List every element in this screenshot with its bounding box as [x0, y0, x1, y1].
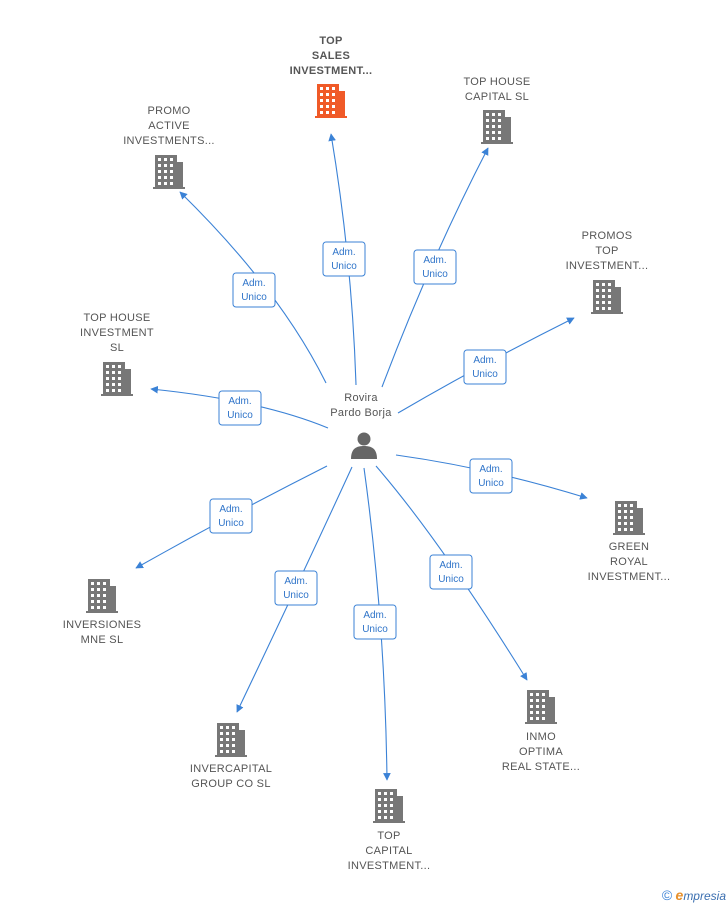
role-badge-box — [469, 458, 513, 494]
role-badge-text: Unico — [438, 574, 464, 585]
company-node-top-sales-investment[interactable]: TOP SALES INVESTMENT... — [290, 35, 373, 118]
role-badge-text: Adm. — [473, 355, 496, 366]
role-badge-top-house-capital-sl[interactable]: Adm. Unico — [413, 249, 457, 285]
brand-name: mpresia — [683, 889, 726, 903]
company-label-line: OPTIMA — [519, 746, 563, 758]
role-badge-invercapital-group-co-sl[interactable]: Adm. Unico — [274, 570, 318, 606]
role-badge-inmo-optima-real-state[interactable]: Adm. Unico — [429, 554, 473, 590]
company-node-invercapital-group-co-sl[interactable]: INVERCAPITAL GROUP CO SL — [190, 723, 272, 790]
company-label-line: TOP — [377, 830, 400, 842]
role-badge-text: Adm. — [363, 610, 386, 621]
center-person-node[interactable]: Rovira Pardo Borja — [330, 392, 392, 459]
role-badge-text: Adm. — [423, 255, 446, 266]
role-badge-box — [413, 249, 457, 285]
company-node-top-house-investment-sl[interactable]: TOP HOUSE INVESTMENT SL — [80, 312, 154, 396]
role-badge-box — [209, 498, 253, 534]
person-icon — [351, 432, 377, 459]
company-label-line: MNE SL — [81, 634, 124, 646]
role-badge-box — [463, 349, 507, 385]
role-badge-box — [429, 554, 473, 590]
building-icon — [215, 723, 247, 757]
company-label-line: INVERSIONES — [63, 619, 142, 631]
company-label-line: REAL STATE... — [502, 761, 580, 773]
company-node-inversiones-mne-sl[interactable]: INVERSIONES MNE SL — [63, 579, 142, 646]
role-badge-text: Unico — [331, 261, 357, 272]
role-badge-text: Adm. — [284, 576, 307, 587]
building-icon — [591, 280, 623, 314]
role-badge-box — [232, 272, 276, 308]
company-label-line: INVESTMENT... — [588, 571, 671, 583]
building-icon — [481, 110, 513, 144]
building-icon — [101, 362, 133, 396]
company-label-line: INVERCAPITAL — [190, 763, 272, 775]
role-badge-text: Adm. — [219, 504, 242, 515]
role-badge-box — [218, 390, 262, 426]
company-label-line: ROYAL — [610, 556, 648, 568]
center-label-line-1: Rovira — [344, 392, 378, 404]
company-label-line: SALES — [312, 50, 350, 62]
role-badge-top-capital-investment[interactable]: Adm. Unico — [353, 604, 397, 640]
company-label-line: INVESTMENT... — [566, 260, 649, 272]
role-badge-top-sales-investment[interactable]: Adm. Unico — [322, 241, 366, 277]
company-label-line: INMO — [526, 731, 556, 743]
company-label-line: INVESTMENT... — [290, 65, 373, 77]
role-badge-text: Adm. — [242, 278, 265, 289]
role-badge-text: Unico — [422, 269, 448, 280]
role-badge-green-royal-investment[interactable]: Adm. Unico — [469, 458, 513, 494]
brand-initial: e — [675, 887, 684, 903]
role-badge-inversiones-mne-sl[interactable]: Adm. Unico — [209, 498, 253, 534]
role-badge-text: Unico — [362, 624, 388, 635]
company-label-line: TOP — [595, 245, 618, 257]
company-label-line: CAPITAL — [365, 845, 412, 857]
role-badge-text: Adm. — [228, 396, 251, 407]
building-icon — [373, 789, 405, 823]
role-badge-text: Unico — [283, 590, 309, 601]
company-label-line: INVESTMENT... — [348, 860, 431, 872]
company-label-line: INVESTMENTS... — [123, 135, 215, 147]
building-icon — [315, 84, 347, 118]
role-badge-text: Unico — [241, 292, 267, 303]
role-badge-promos-top-investment[interactable]: Adm. Unico — [463, 349, 507, 385]
building-icon — [86, 579, 118, 613]
company-node-top-capital-investment[interactable]: TOP CAPITAL INVESTMENT... — [348, 789, 431, 872]
role-badge-text: Unico — [227, 410, 253, 421]
building-icon — [153, 155, 185, 189]
role-badge-text: Adm. — [439, 560, 462, 571]
company-label-line: SL — [110, 342, 124, 354]
company-node-promo-active-investments[interactable]: PROMO ACTIVE INVESTMENTS... — [123, 105, 215, 189]
company-label-line: PROMOS — [582, 230, 633, 242]
copyright-symbol: © — [661, 887, 673, 903]
company-label-line: CAPITAL SL — [465, 91, 529, 103]
role-badge-box — [274, 570, 318, 606]
role-badge-top-house-investment-sl[interactable]: Adm. Unico — [218, 390, 262, 426]
role-badge-text: Unico — [478, 478, 504, 489]
role-badge-box — [322, 241, 366, 277]
nodes-layer: TOP SALES INVESTMENT... TOP HOUSE CAPITAL SL… — [63, 35, 671, 872]
building-icon — [525, 690, 557, 724]
role-badge-text: Unico — [472, 369, 498, 380]
center-label-line-2: Pardo Borja — [330, 407, 392, 419]
company-label-line: TOP HOUSE — [463, 76, 530, 88]
company-label-line: ACTIVE — [148, 120, 190, 132]
role-badge-text: Adm. — [332, 247, 355, 258]
role-badge-text: Unico — [218, 518, 244, 529]
company-node-top-house-capital-sl[interactable]: TOP HOUSE CAPITAL SL — [463, 76, 530, 144]
company-label-line: PROMO — [147, 105, 190, 117]
company-node-promos-top-investment[interactable]: PROMOS TOP INVESTMENT... — [566, 230, 649, 314]
company-label-line: GREEN — [609, 541, 650, 553]
company-label-line: TOP — [319, 35, 342, 47]
footer-brand[interactable]: © empresia — [662, 887, 726, 903]
building-icon — [613, 501, 645, 535]
company-label-line: GROUP CO SL — [191, 778, 271, 790]
role-badge-promo-active-investments[interactable]: Adm. Unico — [232, 272, 276, 308]
badges-layer: Adm.UnicoAdm.UnicoAdm.UnicoAdm.UnicoAdm.… — [209, 241, 513, 640]
company-node-green-royal-investment[interactable]: GREEN ROYAL INVESTMENT... — [588, 501, 671, 583]
role-badge-text: Adm. — [479, 464, 502, 475]
company-label-line: INVESTMENT — [80, 327, 154, 339]
role-badge-box — [353, 604, 397, 640]
company-label-line: TOP HOUSE — [83, 312, 150, 324]
company-node-inmo-optima-real-state[interactable]: INMO OPTIMA REAL STATE... — [502, 690, 580, 773]
